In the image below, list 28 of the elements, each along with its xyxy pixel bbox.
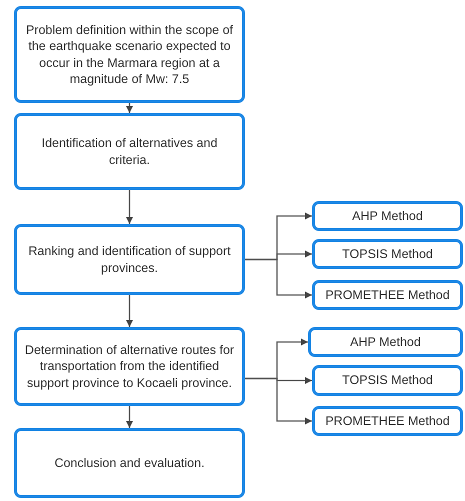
process-box <box>14 6 245 103</box>
box-text: AHP Method <box>352 208 423 224</box>
box-text: PROMETHEE Method <box>325 286 450 304</box>
process-box <box>312 280 463 310</box>
box-text: Identification of alternatives and criteria. <box>40 135 218 168</box>
box-text: Determination of alternative routes for transportation from the identified support province to Kocaeli province. <box>24 342 236 391</box>
arrow <box>245 258 312 298</box>
box-text: Ranking and identification of support provinces. <box>27 243 232 276</box>
arrow <box>126 406 133 428</box>
arrow <box>245 378 312 424</box>
process-box <box>14 224 245 295</box>
process-box <box>14 327 245 406</box>
arrow <box>126 103 133 113</box>
arrow <box>126 295 133 327</box>
box-text: AHP Method <box>350 334 421 350</box>
box-text: PROMETHEE Method <box>325 412 450 430</box>
box-text: TOPSIS Method <box>342 246 433 262</box>
process-box <box>308 327 463 357</box>
process-box <box>14 113 245 190</box>
process-box <box>312 239 463 269</box>
box-text: TOPSIS Method <box>342 372 433 389</box>
box-text: Problem definition within the scope of the earthquake scenario expected to occur in the Marmara region at a magnitude of Mw: 7.5 <box>24 22 234 87</box>
process-box <box>312 201 463 231</box>
process-box <box>312 406 463 436</box>
process-box <box>14 428 245 498</box>
process-box <box>312 365 463 396</box>
arrow <box>126 190 133 224</box>
box-text: Conclusion and evaluation. <box>54 454 205 472</box>
